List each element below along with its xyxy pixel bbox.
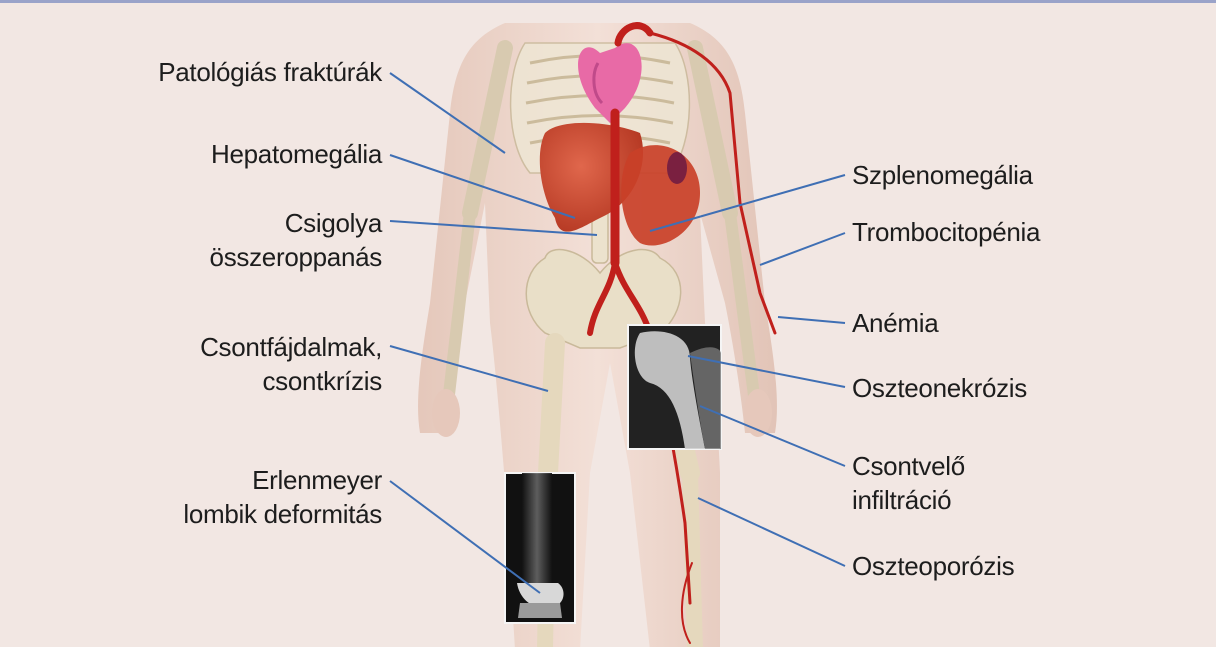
xray-femur-inset [505,473,575,623]
label-hepatomegaly: Hepatomegália [211,137,382,171]
label-erlenmeyer: Erlenmeyer lombik deformitás [183,463,382,531]
label-vertebral-collapse: Csigolya összeroppanás [210,206,382,274]
label-splenomegaly: Szplenomegália [852,158,1033,192]
label-bone-pain: Csontfájdalmak, csontkrízis [200,330,382,398]
xray-hip-inset [628,325,721,449]
label-marrow-infiltration: Csontvelő infiltráció [852,449,965,517]
body-illustration [0,3,1216,647]
label-osteoporosis: Oszteoporózis [852,549,1014,583]
label-pathologic-fractures: Patológiás fraktúrák [158,55,382,89]
label-thrombocytopenia: Trombocitopénia [852,215,1040,249]
label-osteonecrosis: Oszteonekrózis [852,371,1027,405]
kidney [667,152,687,184]
label-anemia: Anémia [852,306,938,340]
